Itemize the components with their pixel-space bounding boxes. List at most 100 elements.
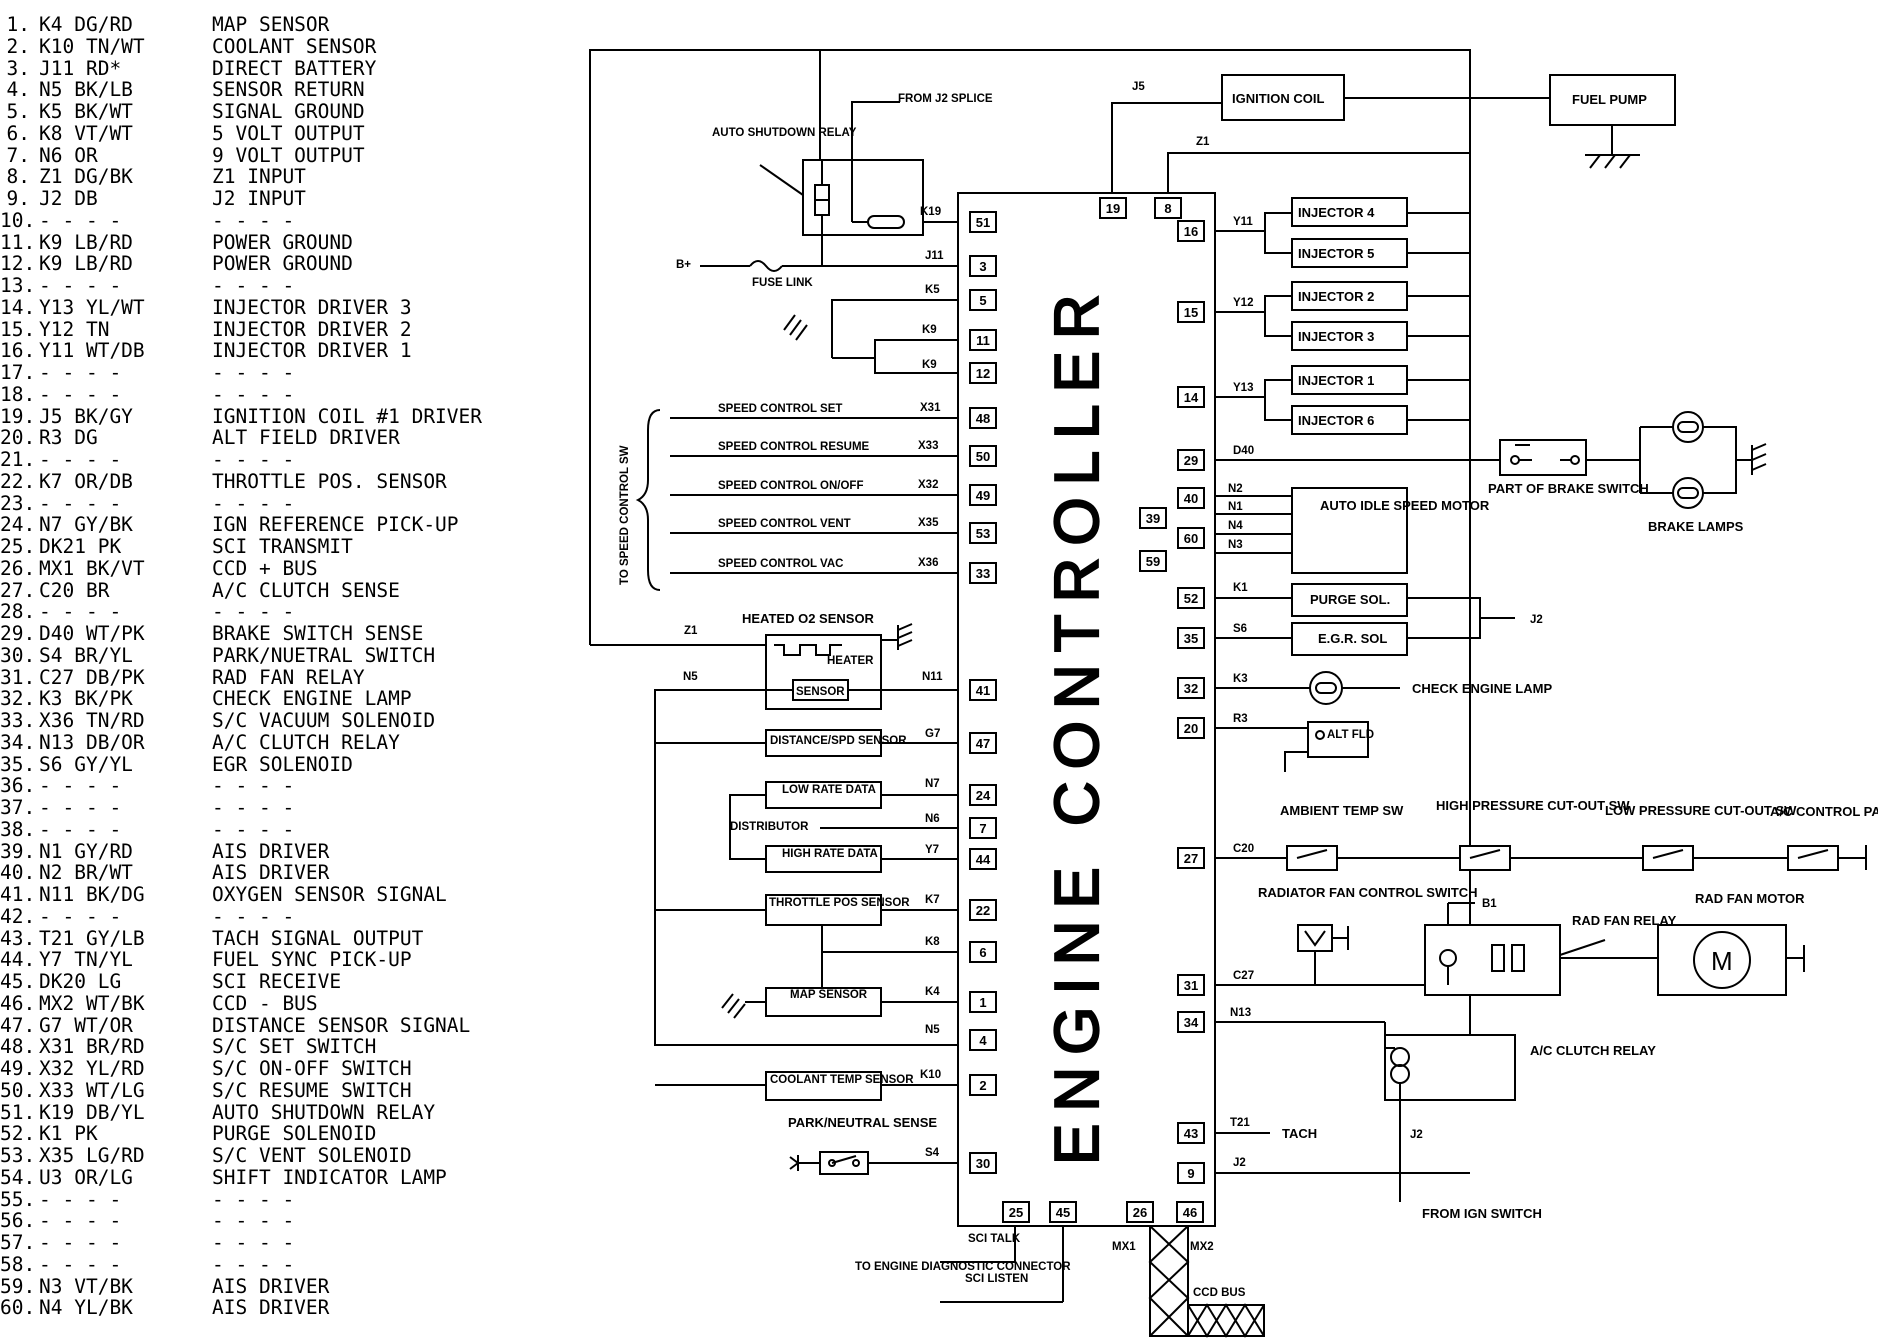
pin-list-wire: K3 BK/PK	[39, 687, 133, 711]
pin-list-row: 21.- - - -- - - -	[0, 449, 575, 471]
wire-label-x35: X35	[918, 517, 939, 529]
pin-number: 47	[976, 736, 990, 751]
pin-list-func: THROTTLE POS. SENSOR	[212, 469, 447, 493]
pin-list-num: 16.	[0, 339, 36, 363]
controller-pin-27: 27	[1177, 847, 1205, 869]
injector-6-label: INJECTOR 6	[1298, 413, 1374, 428]
ambient-temp-sw: AMBIENT TEMP SW	[1280, 803, 1404, 871]
distance-spd-label: DISTANCE/SPD SENSOR	[770, 735, 907, 747]
pin-number: 25	[1009, 1205, 1023, 1220]
auto-shutdown-relay: AUTO SHUTDOWN RELAY	[712, 101, 958, 265]
pin-list-num: 6.	[6, 121, 30, 145]
pin-list-wire: - - - -	[39, 208, 122, 232]
pin-list-func: A/C CLUTCH RELAY	[212, 730, 400, 754]
pin-number: 3	[979, 259, 986, 274]
controller-pin-24: 24	[969, 784, 997, 806]
pin-list-wire: S4 BR/YL	[39, 643, 133, 667]
pin-list-func: AIS DRIVER	[212, 1274, 330, 1298]
wire-label-mx1: MX1	[1112, 1241, 1136, 1253]
controller-pin-3: 3	[969, 255, 997, 277]
pin-list-func: PURGE SOLENOID	[212, 1122, 377, 1146]
pin-list-wire: DK21 PK	[39, 535, 122, 558]
wire-label-n3: N3	[1228, 539, 1243, 551]
injector-2-label: INJECTOR 2	[1298, 289, 1374, 304]
pin-list-func: - - - -	[212, 817, 295, 841]
rad-fan-motor-label: RAD FAN MOTOR	[1695, 891, 1805, 906]
pin-number: 7	[979, 821, 986, 836]
wire-label-n2: N2	[1228, 483, 1243, 495]
pin-list-num: 47.	[0, 1013, 36, 1037]
high-rate-data: HIGH RATE DATA	[765, 845, 882, 873]
pin-list-wire: - - - -	[39, 1209, 122, 1233]
pin-number: 51	[976, 215, 990, 230]
pin-list-num: 27.	[0, 578, 36, 602]
pin-list-func: TACH SIGNAL OUTPUT	[212, 926, 424, 950]
wire-label-j2_relay: J2	[1410, 1129, 1423, 1141]
pin-list-func: INJECTOR DRIVER 1	[212, 339, 412, 363]
pin-list-wire: Y11 WT/DB	[39, 339, 145, 363]
pin-number: 14	[1184, 390, 1199, 405]
pin-list-num: 24.	[0, 513, 36, 537]
wire-label-k4: K4	[925, 986, 940, 998]
wire-label-d40: D40	[1233, 445, 1254, 457]
wire-label-j2_bottom: J2	[1233, 1157, 1246, 1169]
engine-controller-title: ENGINE CONTROLLER	[1043, 282, 1112, 1165]
from-ign-switch-label: FROM IGN SWITCH	[1422, 1206, 1542, 1221]
controller-pin-2: 2	[969, 1074, 997, 1096]
controller-pin-22: 22	[969, 899, 997, 921]
pin-number: 33	[976, 566, 990, 581]
ais-motor-label: AUTO IDLE SPEED MOTOR	[1320, 498, 1490, 513]
heated-o2-sensor: HEATED O2 SENSOR HEATER SENSOR	[742, 611, 913, 710]
controller-pin-48: 48	[969, 407, 997, 429]
pin-list-func: S/C VACUUM SOLENOID	[212, 709, 436, 732]
ais-motor: AUTO IDLE SPEED MOTOR	[1291, 487, 1490, 574]
controller-pin-16: 16	[1177, 220, 1205, 242]
high-rate-label: HIGH RATE DATA	[782, 848, 878, 860]
pin-list-num: 12.	[0, 252, 36, 276]
pin-list-row: 37.- - - -- - - -	[0, 797, 575, 819]
pin-number: 5	[979, 293, 986, 308]
pin-list-num: 20.	[0, 426, 36, 450]
wire-label-z1_top: Z1	[1196, 136, 1210, 148]
pin-list-wire: N5 BK/LB	[39, 78, 133, 102]
wire-label-y11: Y11	[1233, 216, 1253, 228]
pin-list-func: AIS DRIVER	[212, 861, 330, 885]
pin-list-func: S/C RESUME SWITCH	[212, 1078, 412, 1102]
pin-list-func: - - - -	[212, 382, 295, 406]
pin-list-num: 36.	[0, 774, 36, 798]
check-engine-lamp-label: CHECK ENGINE LAMP	[1412, 681, 1552, 696]
pin-number: 34	[1184, 1015, 1199, 1030]
pin-list-num: 15.	[0, 317, 36, 341]
pin-list-row: 17.- - - -- - - -	[0, 362, 575, 384]
wire-label-n13: N13	[1230, 1007, 1251, 1019]
pin-list-wire: U3 OR/LG	[39, 1165, 133, 1189]
pin-list-func: MAP SENSOR	[212, 13, 330, 36]
pin-list-func: DISTANCE SENSOR SIGNAL	[212, 1013, 471, 1037]
pin-list-wire: - - - -	[39, 1231, 122, 1254]
low-pressure-sw: LOW PRESSURE CUT-OUT SW	[1605, 803, 1797, 871]
pin-list-num: 50.	[0, 1078, 36, 1102]
pin-list-func: - - - -	[212, 774, 295, 798]
pin-list-wire: - - - -	[39, 491, 122, 515]
controller-pin-14: 14	[1177, 386, 1205, 408]
distributor-label: DISTRIBUTOR	[730, 821, 809, 833]
wire-label-t21: T21	[1230, 1117, 1250, 1129]
pin-list-func: FUEL SYNC PICK-UP	[212, 948, 412, 972]
controller-pin-6: 6	[969, 941, 997, 963]
pin-list-wire: K1 PK	[39, 1122, 98, 1146]
map-sensor: MAP SENSOR	[765, 987, 882, 1017]
part-of-brake-switch-label: PART OF BRAKE SWITCH	[1488, 481, 1649, 496]
purge-sol: PURGE SOL.	[1291, 583, 1408, 617]
pin-list-num: 51.	[0, 1100, 36, 1124]
pin-list-wire: MX1 BK/VT	[39, 556, 145, 580]
pin-list-func: S/C VENT SOLENOID	[212, 1144, 412, 1167]
pin-list-func: J2 INPUT	[212, 187, 306, 210]
